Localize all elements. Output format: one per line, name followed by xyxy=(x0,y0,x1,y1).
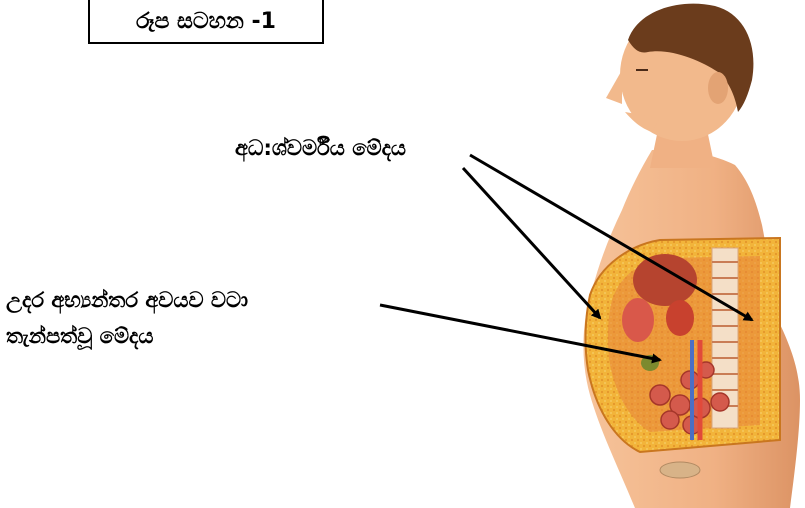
figure-title: රූප සටහන -1 xyxy=(136,9,276,34)
liver-organ xyxy=(633,254,697,306)
label-visceral-fat: උදර අභ්‍යන්තර අවයව වටා තැන්පත්වූ මේදය xyxy=(6,282,248,354)
head xyxy=(606,4,753,141)
label-visceral-line1: උදර අභ්‍යන්තර අවයව වටා xyxy=(6,282,248,318)
label-subcutaneous-fat: අධ:ශ්වර්මීය මේදය xyxy=(235,130,406,166)
kidney-organ xyxy=(666,300,694,336)
figure-title-box: රූප සටහන -1 xyxy=(88,0,324,44)
label-visceral-line2: තැන්පත්වූ මේදය xyxy=(6,318,248,354)
stomach-organ xyxy=(622,298,654,342)
